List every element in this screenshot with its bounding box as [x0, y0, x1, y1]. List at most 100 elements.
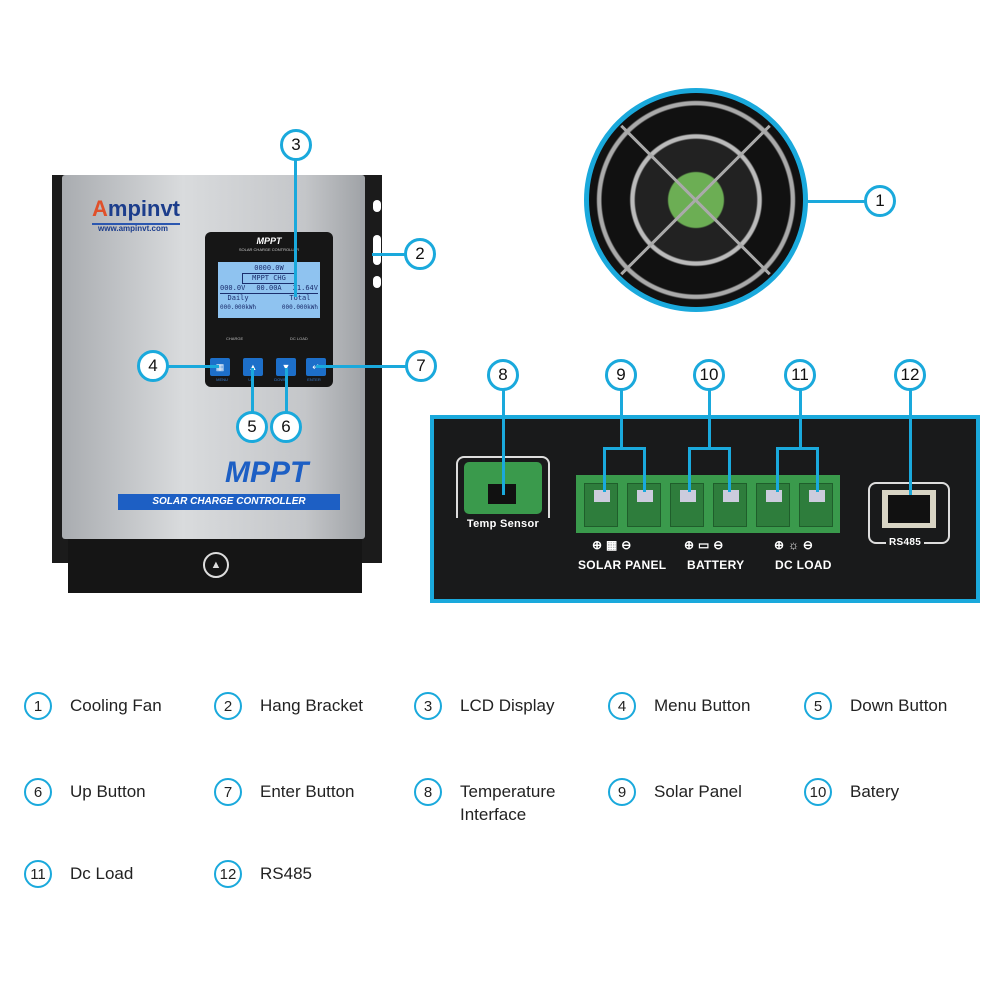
brand-logo: Ampinvt — [92, 196, 181, 225]
callout-line-6 — [285, 368, 288, 428]
legend-item: 7 Enter Button — [214, 778, 380, 806]
down-button[interactable]: ▼ — [276, 358, 296, 376]
front-title: MPPT — [225, 456, 309, 489]
bracket-hole — [373, 200, 381, 212]
callout-line-9b — [643, 447, 646, 492]
callout-line-8 — [502, 375, 505, 495]
terminal-block — [576, 475, 840, 533]
lcd-daily-value: 000.000kWh — [220, 304, 257, 311]
legend-label: RS485 — [260, 864, 312, 883]
led-dcload-label: DC LOAD — [290, 336, 308, 341]
legend-number: 12 — [214, 860, 242, 888]
callout-12: 12 — [894, 359, 926, 391]
callout-line-11a — [776, 447, 779, 492]
legend-item: 2 Hang Bracket — [214, 692, 380, 720]
legend-number: 1 — [24, 692, 52, 720]
legend-number: 2 — [214, 692, 242, 720]
callout-line-12 — [909, 375, 912, 495]
legend-number: 4 — [608, 692, 636, 720]
solar-panel-label: SOLAR PANEL — [578, 558, 667, 572]
dc-load-icons: ⊕ ☼ ⊖ — [774, 538, 814, 552]
solar-panel-icons: ⊕ ▦ ⊖ — [592, 538, 632, 552]
led-charge-label: CHARGE — [226, 336, 244, 341]
lcd-power: 0000.0W — [254, 264, 284, 272]
lcd-total-label: Total — [289, 294, 311, 302]
callout-line-10b — [728, 447, 731, 492]
battery-icons: ⊕ ▭ ⊖ — [684, 538, 724, 552]
legend-label: LCD Display — [460, 696, 555, 715]
lcd-current: 00.00A — [256, 284, 282, 292]
bottom-vent-icon: ▲ — [203, 552, 229, 578]
lcd-total-value: 000.000kWh — [281, 304, 318, 311]
legend-label: Solar Panel — [654, 782, 742, 801]
legend-item: 12 RS485 — [214, 860, 380, 888]
lcd-display: 0000.0W MPPT CHG 000.0V 00.00A 21.64V Da… — [218, 262, 320, 318]
legend-item: 6 Up Button — [24, 778, 190, 806]
callout-5: 5 — [236, 411, 268, 443]
legend-number: 6 — [24, 778, 52, 806]
legend-item: 9 Solar Panel — [608, 778, 774, 806]
battery-label: BATTERY — [687, 558, 745, 572]
rs485-label: RS485 — [886, 537, 925, 548]
callout-4: 4 — [137, 350, 169, 382]
callout-8: 8 — [487, 359, 519, 391]
enter-label: ENTER — [307, 377, 321, 382]
legend-item: 10 Batery — [804, 778, 970, 806]
legend-label: Cooling Fan — [70, 696, 162, 715]
callout-7: 7 — [405, 350, 437, 382]
callout-line-4 — [153, 365, 219, 368]
callout-line-11h — [776, 447, 818, 450]
callout-3: 3 — [280, 129, 312, 161]
legend-number: 7 — [214, 778, 242, 806]
callout-11: 11 — [784, 359, 816, 391]
legend-number: 9 — [608, 778, 636, 806]
menu-button[interactable]: ▦ — [210, 358, 230, 376]
front-subtitle: SOLAR CHARGE CONTROLLER — [118, 494, 340, 510]
legend-number: 8 — [414, 778, 442, 806]
legend-label: Temperature Interface — [460, 782, 556, 824]
dc-load-label: DC LOAD — [775, 558, 832, 572]
legend-number: 5 — [804, 692, 832, 720]
legend-label: Hang Bracket — [260, 696, 363, 715]
callout-line-2 — [372, 253, 420, 256]
legend-label: Up Button — [70, 782, 146, 801]
legend-label: Menu Button — [654, 696, 751, 715]
temp-sensor-label: Temp Sensor — [456, 518, 550, 530]
callout-line-7 — [316, 365, 421, 368]
brand-name: Ampinvt — [92, 196, 181, 221]
callout-1: 1 — [864, 185, 896, 217]
lcd-header: MPPT — [256, 236, 282, 246]
lcd-daily-label: Daily — [227, 294, 249, 302]
legend-number: 3 — [414, 692, 442, 720]
legend-item: 4 Menu Button — [608, 692, 774, 720]
legend-item: 1 Cooling Fan — [24, 692, 190, 720]
lcd-battery-voltage: 21.64V — [292, 284, 318, 292]
callout-line-5 — [251, 368, 254, 428]
legend-label: Down Button — [850, 696, 948, 715]
legend-label: Batery — [850, 782, 900, 801]
callout-10: 10 — [693, 359, 725, 391]
bracket-hole — [373, 276, 381, 288]
legend-number: 10 — [804, 778, 832, 806]
lcd-mode: MPPT CHG — [242, 273, 296, 284]
legend-label: Dc Load — [70, 864, 134, 883]
callout-2: 2 — [404, 238, 436, 270]
callout-line-1 — [805, 200, 880, 203]
button-labels: MENU UP DOWN ENTER — [206, 377, 331, 382]
legend-label: Enter Button — [260, 782, 355, 801]
callout-6: 6 — [270, 411, 302, 443]
callout-line-9 — [620, 375, 623, 447]
lcd-subheader: SOLAR CHARGE CONTROLLER — [238, 247, 300, 252]
bracket-hole — [373, 235, 381, 265]
callout-line-9h — [603, 447, 645, 450]
up-button[interactable]: ▲ — [243, 358, 263, 376]
legend-item: 8 Temperature Interface — [414, 778, 580, 826]
website: www.ampinvt.com — [98, 224, 168, 233]
callout-line-10a — [688, 447, 691, 492]
callout-line-11b — [816, 447, 819, 492]
callout-line-9a — [603, 447, 606, 492]
menu-label: MENU — [216, 377, 228, 382]
callout-line-10h — [688, 447, 730, 450]
callout-9: 9 — [605, 359, 637, 391]
